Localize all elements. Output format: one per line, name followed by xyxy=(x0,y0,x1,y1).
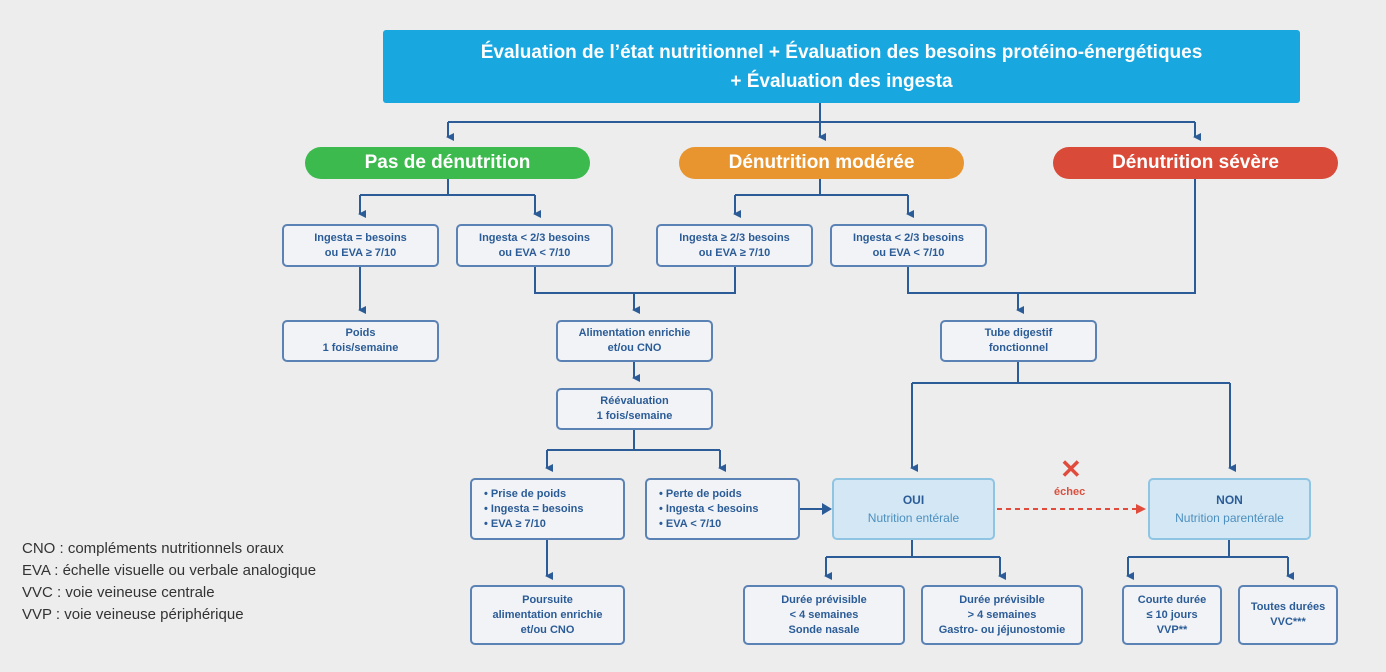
text: alimentation enrichie xyxy=(492,608,603,621)
text: ou EVA ≥ 7/10 xyxy=(698,246,771,259)
box-ingesta-high-moderate: Ingesta ≥ 2/3 besoins ou EVA ≥ 7/10 xyxy=(656,224,813,267)
text: • Ingesta < besoins xyxy=(659,502,759,515)
box-poursuite: Poursuite alimentation enrichie et/ou CNO xyxy=(470,585,625,645)
legend: CNO : compléments nutritionnels oraux EV… xyxy=(22,538,316,626)
text: NON xyxy=(1216,493,1243,507)
pill-no-malnutrition: Pas de dénutrition xyxy=(305,147,590,179)
text: Alimentation enrichie xyxy=(578,327,691,339)
pill-moderate-malnutrition: Dénutrition modérée xyxy=(679,147,964,179)
box-tube-digestif: Tube digestif fonctionnel xyxy=(940,320,1097,362)
box-poids: Poids 1 fois/semaine xyxy=(282,320,439,362)
text: 1 fois/semaine xyxy=(596,410,673,422)
text: • EVA ≥ 7/10 xyxy=(484,517,546,530)
box-alimentation: Alimentation enrichie et/ou CNO xyxy=(556,320,713,362)
x-icon: ✕ xyxy=(1060,454,1082,484)
text: Ingesta ≥ 2/3 besoins xyxy=(679,231,790,244)
text: VVC*** xyxy=(1270,616,1306,628)
box-reevaluation: Réévaluation 1 fois/semaine xyxy=(556,388,713,430)
box-ingesta-low-moderate: Ingesta < 2/3 besoins ou EVA < 7/10 xyxy=(830,224,987,267)
text: Poids xyxy=(345,327,376,339)
text: et/ou CNO xyxy=(520,623,575,636)
text: ou EVA < 7/10 xyxy=(872,246,945,259)
text: Nutrition parentérale xyxy=(1175,511,1284,525)
text: • EVA < 7/10 xyxy=(659,517,722,530)
text: 1 fois/semaine xyxy=(322,342,399,354)
text: Ingesta < 2/3 besoins xyxy=(479,231,590,244)
text: VVP** xyxy=(1156,623,1188,636)
box-ingesta-equal: Ingesta = besoins ou EVA ≥ 7/10 xyxy=(282,224,439,267)
text: > 4 semaines xyxy=(967,608,1037,621)
failure-label: échec xyxy=(1054,486,1086,498)
text: Gastro- ou jéjunostomie xyxy=(938,623,1066,636)
legend-item: VVC : voie veineuse centrale xyxy=(22,584,215,601)
text: Ingesta < 2/3 besoins xyxy=(853,231,964,244)
text: • Prise de poids xyxy=(484,487,567,500)
text: < 4 semaines xyxy=(789,608,859,621)
text: Nutrition entérale xyxy=(867,511,960,525)
text: Poursuite xyxy=(522,593,573,606)
text: OUI xyxy=(902,493,925,507)
text: • Ingesta = besoins xyxy=(484,502,584,515)
text: et/ou CNO xyxy=(607,342,662,354)
text: Durée prévisible xyxy=(781,593,867,606)
legend-item: CNO : compléments nutritionnels oraux xyxy=(22,540,284,557)
text: Sonde nasale xyxy=(788,623,860,636)
box-perte-de-poids: • Perte de poids • Ingesta < besoins • EVA… xyxy=(645,478,800,540)
text: Durée prévisible xyxy=(959,593,1045,606)
header-line1: Évaluation de l’état nutritionnel + Éval… xyxy=(480,41,1203,63)
text: ≤ 10 jours xyxy=(1146,608,1198,621)
text: ou EVA < 7/10 xyxy=(498,246,571,259)
box-ingesta-low-none: Ingesta < 2/3 besoins ou EVA < 7/10 xyxy=(456,224,613,267)
pill-severe-malnutrition: Dénutrition sévère xyxy=(1053,147,1338,179)
header-line2: + Évaluation des ingesta xyxy=(730,70,953,92)
box-oui-enterale: OUI Nutrition entérale xyxy=(832,478,995,540)
text: ou EVA ≥ 7/10 xyxy=(324,246,397,259)
box-prise-de-poids: • Prise de poids • Ingesta = besoins • EVA… xyxy=(470,478,625,540)
text: Tube digestif xyxy=(984,327,1053,339)
text: Ingesta = besoins xyxy=(314,231,407,244)
legend-item: EVA : échelle visuelle ou verbale analog… xyxy=(22,562,317,579)
text: • Perte de poids xyxy=(659,487,742,500)
text: Toutes durées xyxy=(1250,601,1326,613)
header-box: Évaluation de l’état nutritionnel + Éval… xyxy=(383,30,1300,103)
text: fonctionnel xyxy=(988,342,1049,354)
text: Réévaluation xyxy=(600,395,669,407)
box-non-parenterale: NON Nutrition parentérale xyxy=(1148,478,1311,540)
legend-item: VVP : voie veineuse périphérique xyxy=(22,606,244,623)
text: Courte durée xyxy=(1137,593,1207,606)
